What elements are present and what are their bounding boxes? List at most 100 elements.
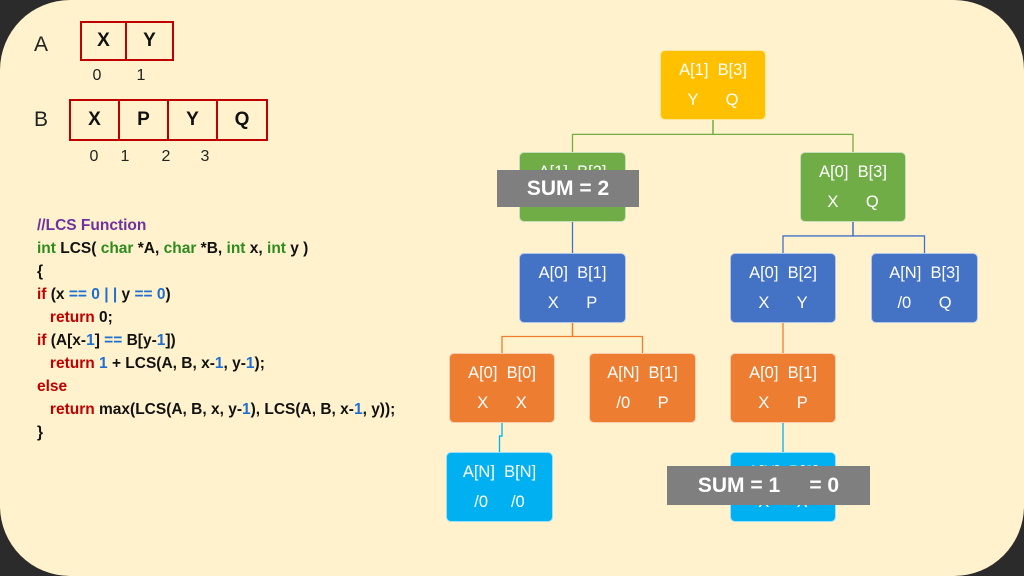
code-token: char — [100, 240, 134, 257]
code-token: ), LCS(A, B, x- — [250, 401, 354, 418]
node-index-label: A[N] B[3] — [889, 264, 960, 282]
array-a-label: A — [34, 33, 49, 56]
tree-node-n-a0b1: A[0] B[1] X P — [519, 253, 626, 323]
code-token: B[y- — [122, 332, 157, 349]
sum-overlay-right: SUM = 1 = 0 — [667, 466, 870, 505]
node-char-label: Y Q — [687, 91, 739, 109]
tree-edge — [571, 323, 644, 353]
code-token: 1 — [241, 401, 251, 418]
tree-node-n-a0b3: A[0] B[3] X Q — [800, 152, 906, 222]
node-index-label: A[0] B[1] — [749, 364, 817, 382]
code-token: 0; — [94, 309, 113, 326]
array-a-cell: Y — [143, 30, 156, 51]
code-line: if (x == 0 | | y == 0) — [37, 283, 395, 306]
code-token: == — [68, 286, 87, 303]
code-token: char — [163, 240, 197, 257]
code-token: + LCS(A, B, x- — [107, 355, 215, 372]
code-token: y — [117, 286, 135, 303]
node-char-label: X Y — [758, 294, 808, 312]
sum-overlay-left: SUM = 2 — [497, 170, 639, 207]
code-token: y ) — [285, 240, 309, 257]
code-token: 1 — [245, 355, 255, 372]
code-line: return 0; — [37, 306, 395, 329]
code-token: ] — [94, 332, 105, 349]
node-index-label: A[N] B[N] — [462, 463, 537, 481]
code-token: return — [37, 401, 95, 418]
tree-node-root: A[1] B[3] Y Q — [660, 50, 766, 120]
tree-node-n-anb1: A[N] B[1] /0 P — [589, 353, 696, 423]
code-token: return — [37, 355, 95, 372]
code-token: if — [37, 332, 47, 349]
code-token: return — [37, 309, 95, 326]
code-token: , y)); — [362, 401, 396, 418]
node-index-label: A[N] B[1] — [607, 364, 678, 382]
code-token: ) — [165, 286, 171, 303]
code-token: if — [37, 286, 47, 303]
node-index-label: A[0] B[1] — [538, 264, 607, 282]
array-b-index: 0 — [89, 148, 99, 165]
node-char-label: X P — [547, 294, 598, 312]
code-token: (A[x- — [46, 332, 87, 349]
code-token: ); — [254, 355, 265, 372]
tree-edge — [498, 423, 503, 452]
code-token: 0 — [156, 286, 166, 303]
tree-edge — [501, 323, 574, 353]
node-char-label: /0 /0 — [474, 493, 525, 511]
code-token: 1 — [214, 355, 224, 372]
code-line: return max(LCS(A, B, x, y-1), LCS(A, B, … — [37, 398, 395, 421]
code-token: 1 — [353, 401, 363, 418]
code-line: if (A[x-1] == B[y-1]) — [37, 329, 395, 352]
array-a-index: 1 — [136, 67, 146, 84]
code-token: *B, — [196, 240, 227, 257]
code-token: | | — [104, 286, 118, 303]
tree-node-n-a0b1-r: A[0] B[1] X P — [730, 353, 836, 423]
code-token: , y- — [223, 355, 246, 372]
array-b-index: 3 — [200, 148, 210, 165]
node-char-label: /0 Q — [897, 294, 952, 312]
node-index-label: A[1] B[3] — [679, 61, 747, 79]
code-token: } — [37, 424, 44, 441]
code-token: ]) — [165, 332, 176, 349]
array-b-label: B — [34, 108, 49, 131]
code-token: == — [104, 332, 123, 349]
node-index-label: A[0] B[0] — [468, 364, 536, 382]
tree-node-n-anbn: A[N] B[N] /0 /0 — [446, 452, 553, 522]
node-char-label: X Q — [827, 193, 879, 211]
array-a: X Y — [80, 21, 174, 61]
tree-node-n-anb3: A[N] B[3] /0 Q — [871, 253, 978, 323]
array-a-cell: X — [82, 23, 127, 59]
code-line: return 1 + LCS(A, B, x-1, y-1); — [37, 352, 395, 375]
code-line: int LCS( char *A, char *B, int x, int y … — [37, 237, 395, 260]
tree-edge — [852, 222, 926, 253]
code-token: 1 — [86, 332, 95, 349]
node-char-label: X X — [477, 394, 527, 412]
code-line: //LCS Function — [37, 214, 395, 237]
lcs-code-block: //LCS Function int LCS( char *A, char *B,… — [37, 214, 395, 444]
tree-edge — [712, 120, 854, 152]
code-token: x, — [245, 240, 268, 257]
code-token: (x — [46, 286, 69, 303]
code-token: int — [226, 240, 246, 257]
node-char-label: /0 P — [616, 394, 669, 412]
array-b-cell: P — [120, 101, 169, 139]
tree-edge — [571, 120, 714, 152]
code-token: { — [37, 263, 44, 280]
code-line: } — [37, 421, 395, 444]
array-b-cell: X — [71, 101, 120, 139]
node-char-label: X P — [758, 394, 808, 412]
code-token: //LCS Function — [37, 217, 147, 234]
array-b: X P Y Q — [69, 99, 268, 141]
tree-edge — [782, 222, 854, 253]
code-token: else — [37, 378, 68, 395]
node-index-label: A[0] B[2] — [749, 264, 817, 282]
code-line: { — [37, 260, 395, 283]
code-token: int — [37, 240, 56, 257]
node-index-label: A[0] B[3] — [819, 163, 887, 181]
code-token: 1 — [156, 332, 166, 349]
code-token: max(LCS(A, B, x, y- — [94, 401, 242, 418]
array-b-cell: Y — [169, 101, 218, 139]
code-token: 0 — [91, 286, 100, 303]
code-token: LCS( — [55, 240, 101, 257]
